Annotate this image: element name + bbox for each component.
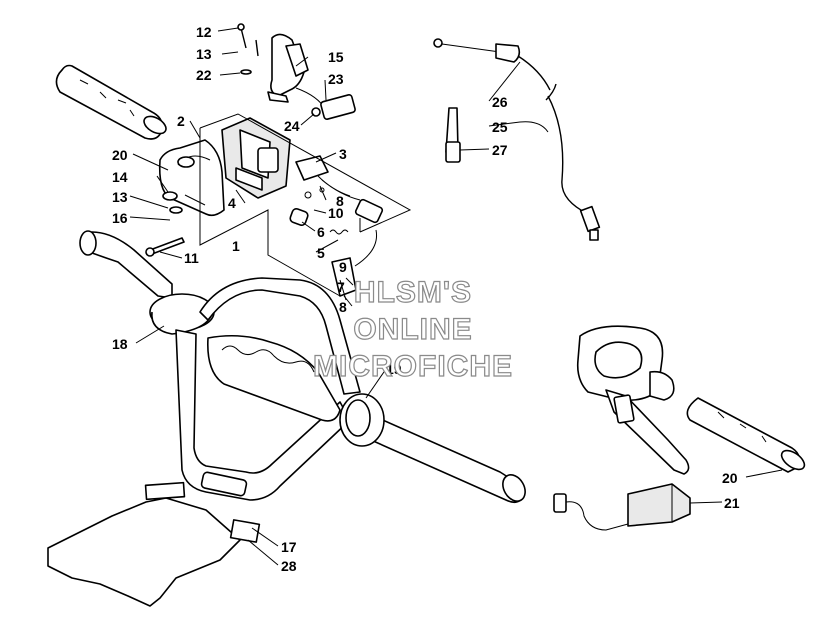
throttle-lever-assembly [237, 23, 356, 120]
callout-14: 14 [112, 169, 128, 185]
handlebar [79, 230, 526, 504]
callout-labels: 12 13 22 15 23 24 2 20 14 13 16 11 3 4 1… [112, 24, 740, 574]
callout-7: 7 [337, 279, 345, 295]
throttle-cable [433, 38, 601, 241]
callout-16: 16 [112, 210, 128, 226]
callout-8-lower: 8 [339, 299, 347, 315]
callout-19: 19 [386, 361, 402, 377]
callout-13: 13 [196, 46, 212, 62]
left-handlebar-grip [55, 64, 167, 140]
callout-23: 23 [328, 71, 344, 87]
callout-5: 5 [317, 245, 325, 261]
callout-20-right: 20 [722, 470, 738, 486]
callout-12: 12 [196, 24, 212, 40]
callout-2: 2 [177, 113, 185, 129]
callout-13-lower: 13 [112, 189, 128, 205]
handlebar-pad [47, 481, 261, 607]
callout-21: 21 [724, 495, 740, 511]
watermark-line-2: ONLINE [353, 312, 473, 346]
callout-25: 25 [492, 119, 508, 135]
callout-26: 26 [492, 94, 508, 110]
callout-9: 9 [339, 259, 347, 275]
callout-17: 17 [281, 539, 297, 555]
callout-8-upper: 8 [336, 193, 344, 209]
brake-master-cylinder [576, 325, 690, 475]
callout-11: 11 [184, 250, 199, 266]
leader-lines [129, 27, 783, 566]
callout-22: 22 [196, 67, 212, 83]
right-handlebar-grip [686, 397, 806, 473]
callout-18: 18 [112, 336, 128, 352]
callout-6: 6 [317, 224, 325, 240]
callout-3: 3 [339, 146, 347, 162]
callout-4: 4 [228, 195, 236, 211]
switch-housing-assembly [158, 113, 412, 297]
callout-15: 15 [328, 49, 344, 65]
housing-hardware [145, 191, 185, 257]
callout-28: 28 [281, 558, 297, 574]
callout-10: 10 [328, 205, 344, 221]
callout-24: 24 [284, 118, 300, 134]
callout-1: 1 [232, 238, 240, 254]
watermark-line-3: MICROFICHE [312, 349, 513, 383]
watermark-line-1: HLSM'S [353, 275, 473, 309]
grip-heater-harness [553, 483, 691, 531]
callout-27: 27 [492, 142, 508, 158]
callout-20-left: 20 [112, 147, 128, 163]
